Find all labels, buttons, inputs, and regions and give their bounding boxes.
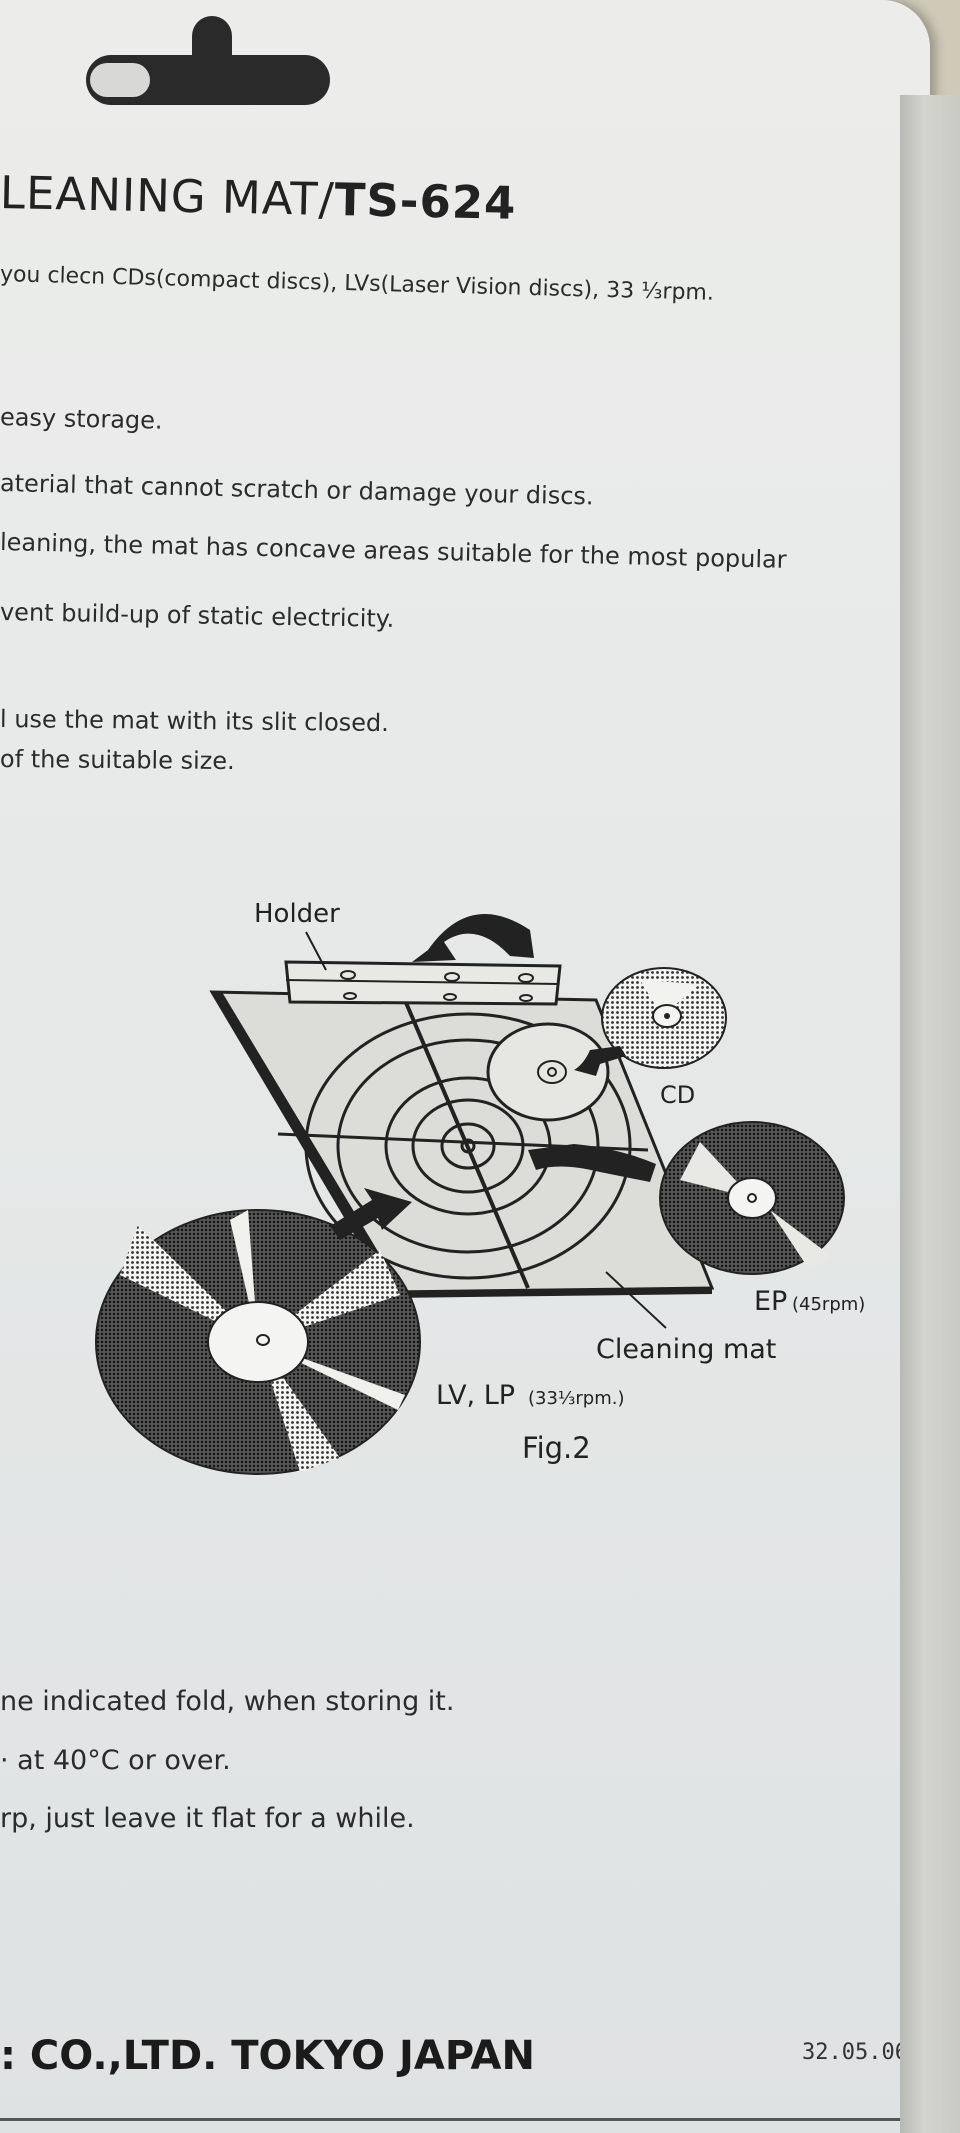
model-number: TS-624 bbox=[334, 173, 517, 230]
page-title: LEANING MAT/TS-624 bbox=[0, 166, 517, 230]
lv-lp-speed-label: (33⅓rpm.) bbox=[528, 1388, 624, 1409]
cd-disc-illustration bbox=[601, 967, 727, 1069]
bottom-rule bbox=[0, 2118, 930, 2121]
card-edge-strip bbox=[900, 95, 960, 2133]
figure-2-diagram: Holder CD EP (45rpm) Cleaning mat LV, LP… bbox=[95, 899, 865, 1475]
usage-item: l use the mat with its slit closed. bbox=[0, 705, 390, 738]
hang-slot bbox=[86, 55, 330, 105]
cleaning-mat-label: Cleaning mat bbox=[596, 1334, 776, 1365]
note-item: · at 40°C or over. bbox=[0, 1745, 231, 1776]
lv-lp-label: LV, LP bbox=[436, 1380, 515, 1411]
title-text: LEANING MAT/ bbox=[0, 166, 336, 227]
feature-item: easy storage. bbox=[0, 403, 163, 435]
company-name: : CO.,LTD. TOKYO JAPAN bbox=[0, 2033, 535, 2079]
ep-label: EP bbox=[754, 1286, 787, 1317]
feature-item: leaning, the mat has concave areas suita… bbox=[0, 528, 787, 574]
usage-item: of the suitable size. bbox=[0, 745, 235, 776]
holder-label: Holder bbox=[254, 899, 340, 929]
note-item: rp, just leave it flat for a while. bbox=[0, 1803, 415, 1834]
note-item: ne indicated fold, when storing it. bbox=[0, 1686, 455, 1717]
cd-label: CD bbox=[660, 1081, 695, 1109]
feature-item: vent build-up of static electricity. bbox=[0, 598, 395, 633]
lv-lp-disc-illustration bbox=[95, 1209, 421, 1475]
feature-item: aterial that cannot scratch or damage yo… bbox=[0, 469, 594, 511]
figure-caption: Fig.2 bbox=[522, 1431, 591, 1465]
ep-disc-illustration bbox=[659, 1121, 845, 1275]
ep-speed-label: (45rpm) bbox=[792, 1294, 865, 1315]
intro-text: you clecn CDs(compact discs), LVs(Laser … bbox=[0, 262, 715, 306]
